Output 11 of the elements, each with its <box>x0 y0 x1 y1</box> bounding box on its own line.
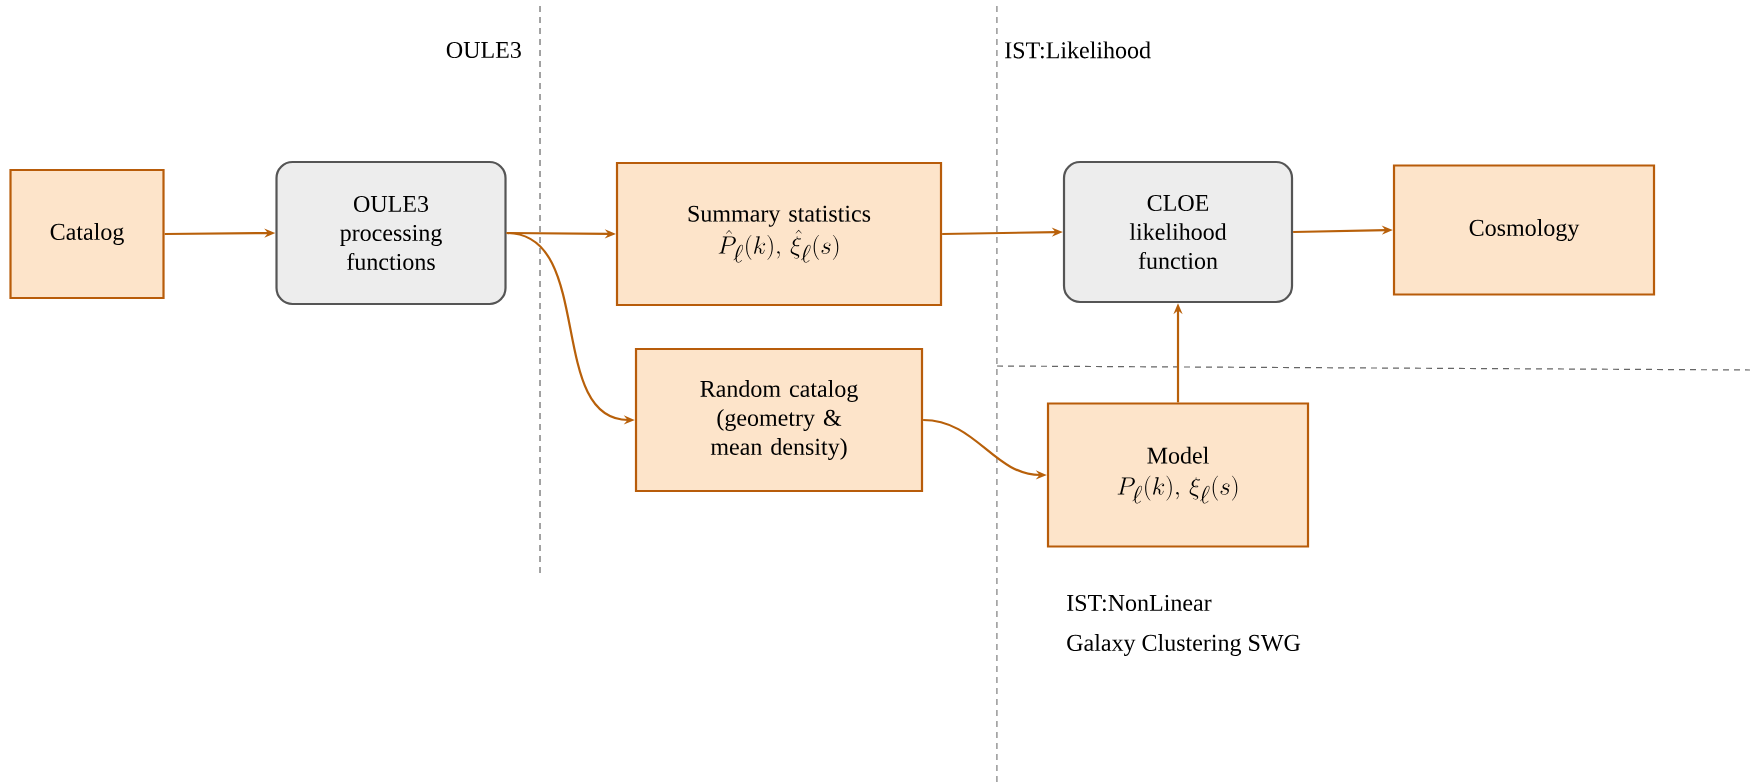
group-label: IST:Likelihood <box>1005 41 1151 59</box>
group-label: Galaxy Clustering SWG <box>1067 634 1301 656</box>
data-box: Catalog <box>9 168 165 300</box>
group-label: OULE3 <box>446 41 521 59</box>
group-label: IST:NonLinear <box>1067 594 1212 612</box>
process-box: OULE3 processing functions <box>275 160 507 306</box>
data-box: Model $P_\ell(k),\, \xi_\ell(s)$ <box>1046 402 1310 548</box>
process-box: CLOE likelihood function <box>1062 160 1294 304</box>
data-box: Cosmology <box>1392 164 1656 296</box>
data-box: Random catalog (geometry & mean density) <box>634 347 924 493</box>
data-box: Summary statistics $\hat{P}_\ell(k),\, \hat{\xi}_\ell(s)$ <box>615 161 943 307</box>
